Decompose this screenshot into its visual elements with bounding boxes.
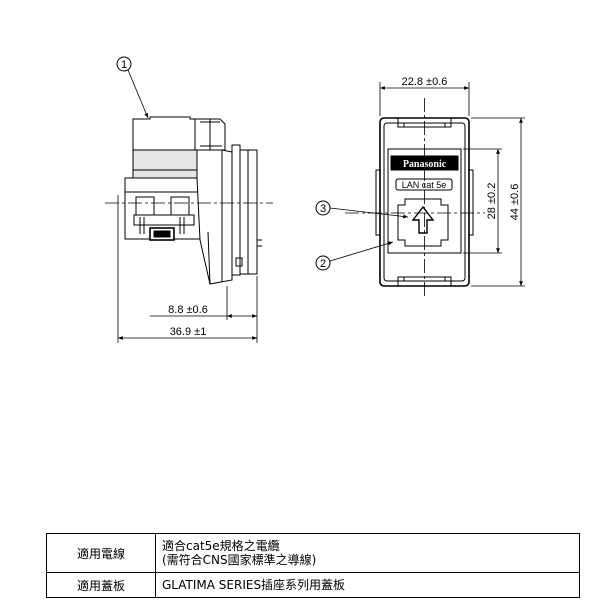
callout-3: 3 [315,200,409,219]
brand-logo: Panasonic [403,159,447,170]
dim-depth-total: 36.9 ±1 [118,326,257,340]
table-value-cell: GLATIMA SERIES插座系列用蓋板 [155,572,580,598]
callout-3-text: 3 [320,203,326,215]
table-header-cell: 適用電線 [46,533,156,573]
dim-depth-front: 8.8 ±0.6 [150,304,257,318]
dim-height-total-text: 44 ±0.6 [509,184,521,221]
technical-drawing: 1 8.8 ±0.6 36.9 ±1 [105,56,525,343]
side-view [124,116,262,285]
table-row: 適用電線 適合cat5e規格之電纜 (需符合CNS國家標準之導線) [46,533,580,573]
table-value-line: 適合cat5e規格之電纜 [162,539,280,553]
table-value-line: GLATIMA SERIES插座系列用蓋板 [162,578,346,592]
table-header-cell: 適用蓋板 [46,572,156,598]
callout-2: 2 [315,241,394,271]
spec-table: 適用電線 適合cat5e規格之電纜 (需符合CNS國家標準之導線) 適用蓋板 G… [46,533,580,598]
table-row: 適用蓋板 GLATIMA SERIES插座系列用蓋板 [46,572,580,598]
callout-1: 1 [116,56,149,119]
callout-1-text: 1 [121,59,127,71]
dim-depth-total-text: 36.9 ±1 [170,326,207,338]
dim-height-inner-text: 28 ±0.2 [486,183,498,220]
dim-width-front: 22.8 ±0.6 [380,76,469,90]
dim-width-front-text: 22.8 ±0.6 [402,76,448,88]
table-value-line: (需符合CNS國家標準之導線) [162,553,317,567]
table-value-cell: 適合cat5e規格之電纜 (需符合CNS國家標準之導線) [155,533,580,573]
callout-2-text: 2 [320,258,326,270]
dim-height-total: 44 ±0.6 [509,118,523,286]
cat-label: LAN cat 5e [402,180,447,190]
dim-depth-front-text: 8.8 ±0.6 [168,304,208,316]
dim-height-inner: 28 ±0.2 [486,149,500,253]
front-centerlines [345,98,485,298]
